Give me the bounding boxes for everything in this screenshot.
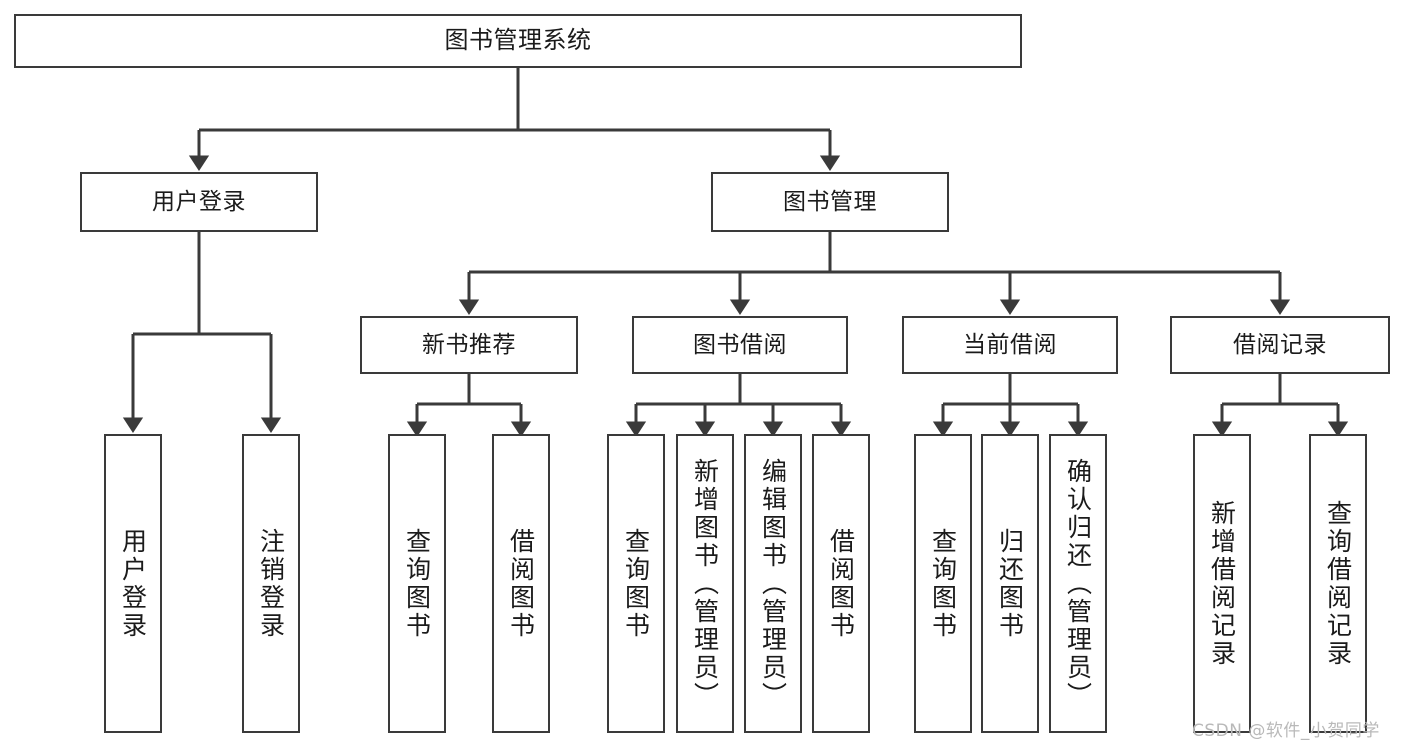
node-label: 借阅记录 <box>1233 331 1327 358</box>
leaf-recommend-borrow-book[interactable]: 借阅图书 <box>492 434 550 733</box>
leaf-current-return-book[interactable]: 归还图书 <box>981 434 1039 733</box>
node-label: 查询图书 <box>928 527 958 640</box>
leaf-user-login-login[interactable]: 用户登录 <box>104 434 162 733</box>
leaf-borrow-query-book[interactable]: 查询图书 <box>607 434 665 733</box>
leaf-user-login-logout[interactable]: 注销登录 <box>242 434 300 733</box>
node-label: 查询图书 <box>402 527 432 640</box>
node-label: 图书管理系统 <box>444 26 592 55</box>
node-borrow-record[interactable]: 借阅记录 <box>1170 316 1390 374</box>
node-book-management[interactable]: 图书管理 <box>711 172 949 232</box>
leaf-borrow-borrow-book[interactable]: 借阅图书 <box>812 434 870 733</box>
node-label: 确认归还（管理员） <box>1063 457 1093 710</box>
node-label: 新书推荐 <box>422 331 516 358</box>
node-label: 归还图书 <box>995 527 1025 640</box>
node-current-borrow[interactable]: 当前借阅 <box>902 316 1118 374</box>
leaf-current-confirm-return-admin[interactable]: 确认归还（管理员） <box>1049 434 1107 733</box>
node-new-book-recommend[interactable]: 新书推荐 <box>360 316 578 374</box>
node-label: 编辑图书（管理员） <box>758 457 788 710</box>
node-label: 图书借阅 <box>693 331 787 358</box>
node-root-system[interactable]: 图书管理系统 <box>14 14 1022 68</box>
node-label: 查询图书 <box>621 527 651 640</box>
node-label: 借阅图书 <box>506 527 536 640</box>
leaf-record-add-record[interactable]: 新增借阅记录 <box>1193 434 1251 733</box>
leaf-borrow-add-book-admin[interactable]: 新增图书（管理员） <box>676 434 734 733</box>
node-label: 当前借阅 <box>963 331 1057 358</box>
node-label: 注销登录 <box>256 527 286 640</box>
node-label: 新增图书（管理员） <box>690 457 720 710</box>
leaf-record-query-record[interactable]: 查询借阅记录 <box>1309 434 1367 733</box>
node-book-borrow[interactable]: 图书借阅 <box>632 316 848 374</box>
csdn-watermark: CSDN @软件_小贺同学 <box>1192 721 1380 741</box>
leaf-current-query-book[interactable]: 查询图书 <box>914 434 972 733</box>
node-label: 用户登录 <box>152 188 246 215</box>
node-user-login[interactable]: 用户登录 <box>80 172 318 232</box>
node-label: 新增借阅记录 <box>1207 499 1237 668</box>
node-label: 用户登录 <box>118 527 148 640</box>
node-label: 图书管理 <box>783 188 877 215</box>
node-label: 借阅图书 <box>826 527 856 640</box>
leaf-borrow-edit-book-admin[interactable]: 编辑图书（管理员） <box>744 434 802 733</box>
leaf-recommend-query-book[interactable]: 查询图书 <box>388 434 446 733</box>
node-label: 查询借阅记录 <box>1323 499 1353 668</box>
